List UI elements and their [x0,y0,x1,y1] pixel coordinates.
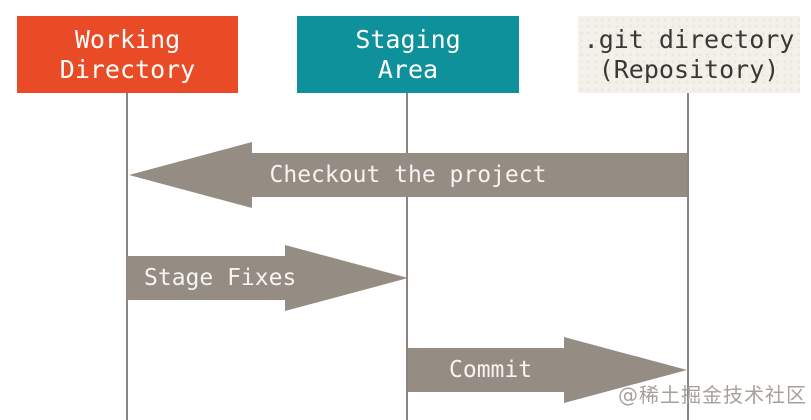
checkout-arrow-shaft [252,153,687,197]
checkout-arrow: Checkout the project [129,142,687,208]
git-directory-label: .git directory (Repository) [583,24,795,84]
working-directory-box: Working Directory [17,16,238,93]
right-arrowhead-icon [564,337,687,403]
commit-arrow: Commit [408,337,687,403]
right-arrowhead-icon [285,245,408,311]
left-arrowhead-icon [129,142,252,208]
stage-fixes-arrow: Stage Fixes [127,245,408,311]
stage-fixes-arrow-shaft [127,256,285,300]
commit-arrow-label: Commit [449,357,533,383]
staging-area-box: Staging Area [297,16,519,93]
watermark: @稀土掘金技术社区 [618,383,807,407]
git-directory-lifeline [687,93,689,420]
commit-arrow-shaft [408,348,564,392]
checkout-arrow-label: Checkout the project [269,162,547,188]
staging-area-label: Staging Area [355,24,461,84]
git-directory-box: .git directory (Repository) [578,16,800,93]
working-directory-label: Working Directory [59,24,196,84]
stage-fixes-arrow-label: Stage Fixes [144,265,297,291]
